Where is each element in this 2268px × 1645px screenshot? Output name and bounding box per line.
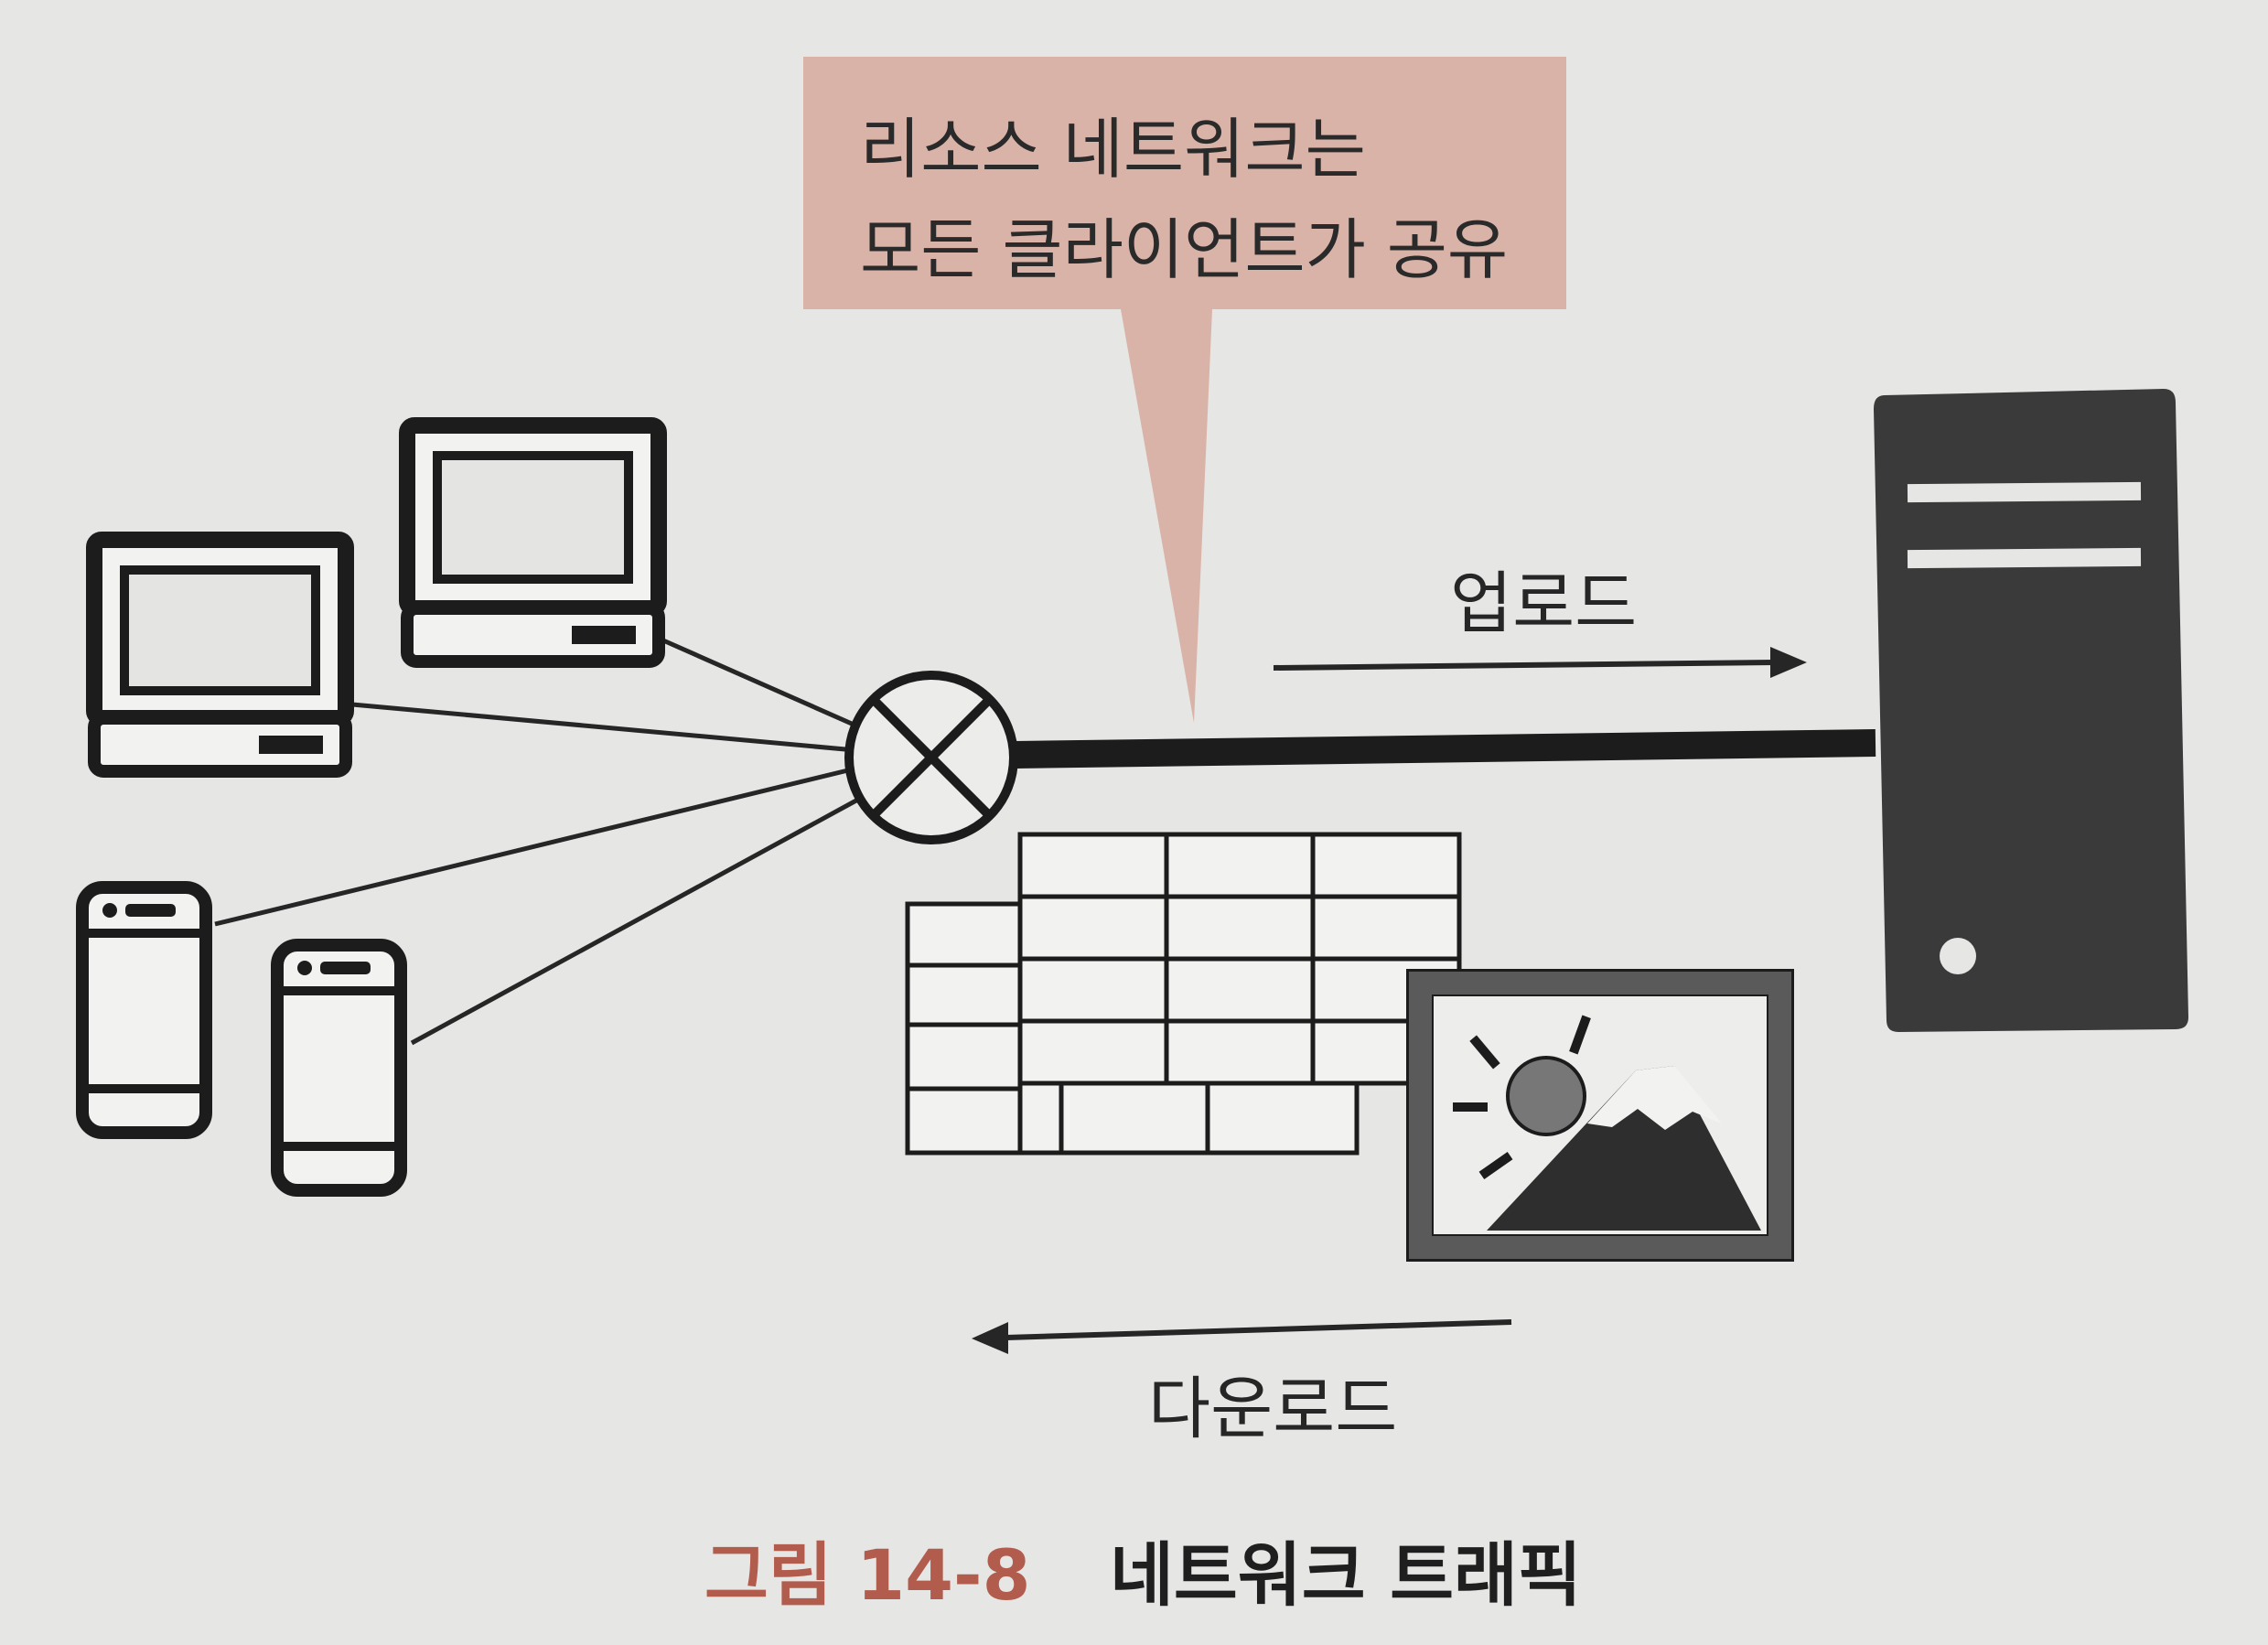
server-link-line <box>1015 729 1876 769</box>
smartphone-icon <box>76 881 212 1139</box>
download-arrow <box>972 1319 1512 1354</box>
download-label: 다운로드 <box>1148 1370 1398 1448</box>
connection-line <box>410 793 866 1046</box>
client-connection-lines <box>214 638 866 1046</box>
upload-label: 업로드 <box>1450 564 1638 643</box>
upload-arrow <box>1273 647 1807 678</box>
data-table-icon <box>905 832 1462 1156</box>
figure-caption: 그림 14-8 네트워크 트래픽 <box>704 1519 1582 1619</box>
connection-line <box>214 766 856 927</box>
callout-bubble <box>803 57 1566 723</box>
desktop-computer-icon <box>399 417 667 668</box>
connection-line <box>351 702 856 753</box>
desktop-computer-icon <box>86 532 354 778</box>
caption-number: 그림 14-8 <box>704 1534 1031 1616</box>
callout-line-2: 모든 클라이언트가 공유 <box>860 211 1509 288</box>
connection-line <box>661 638 862 730</box>
network-hub-icon <box>844 671 1018 844</box>
callout-line-1: 리소스 네트워크는 <box>860 111 1366 188</box>
caption-title: 네트워크 트래픽 <box>1109 1534 1582 1616</box>
callout-text: 리소스 네트워크는 모든 클라이언트가 공유 <box>860 99 1574 300</box>
landscape-image-icon <box>1406 969 1794 1262</box>
server-tower-icon <box>1874 389 2188 1032</box>
smartphone-icon <box>271 939 407 1197</box>
